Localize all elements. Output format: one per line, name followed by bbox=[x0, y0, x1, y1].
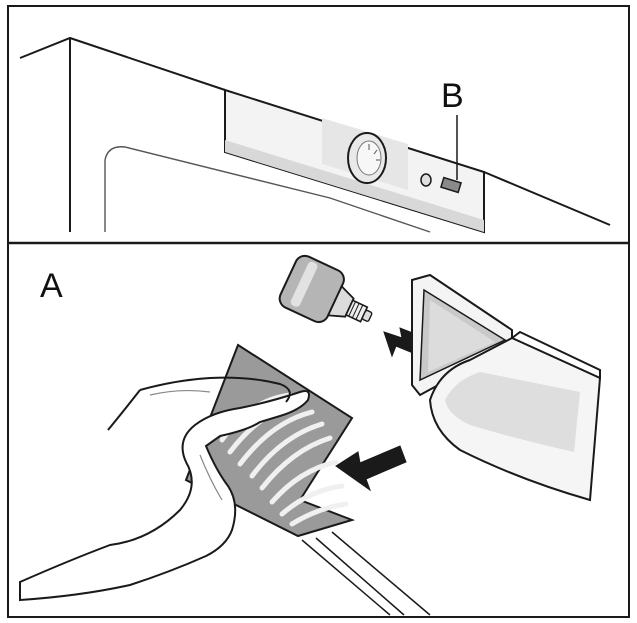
control-panel-edge bbox=[225, 140, 484, 232]
label-a: A bbox=[40, 267, 63, 305]
cabinet-outline bbox=[19, 36, 611, 232]
light-switch bbox=[439, 176, 463, 194]
top-panel: B bbox=[19, 36, 611, 234]
light-bulb bbox=[278, 254, 373, 324]
shelf-edge bbox=[301, 531, 431, 616]
indicator-light bbox=[420, 173, 432, 187]
lamp-housing bbox=[411, 273, 602, 502]
thermostat-knob bbox=[347, 132, 387, 184]
bottom-panel: A bbox=[19, 254, 602, 616]
label-b: B bbox=[441, 77, 464, 115]
arrow-left-icon bbox=[335, 445, 407, 492]
hand bbox=[19, 376, 310, 602]
inner-liner bbox=[104, 146, 431, 233]
